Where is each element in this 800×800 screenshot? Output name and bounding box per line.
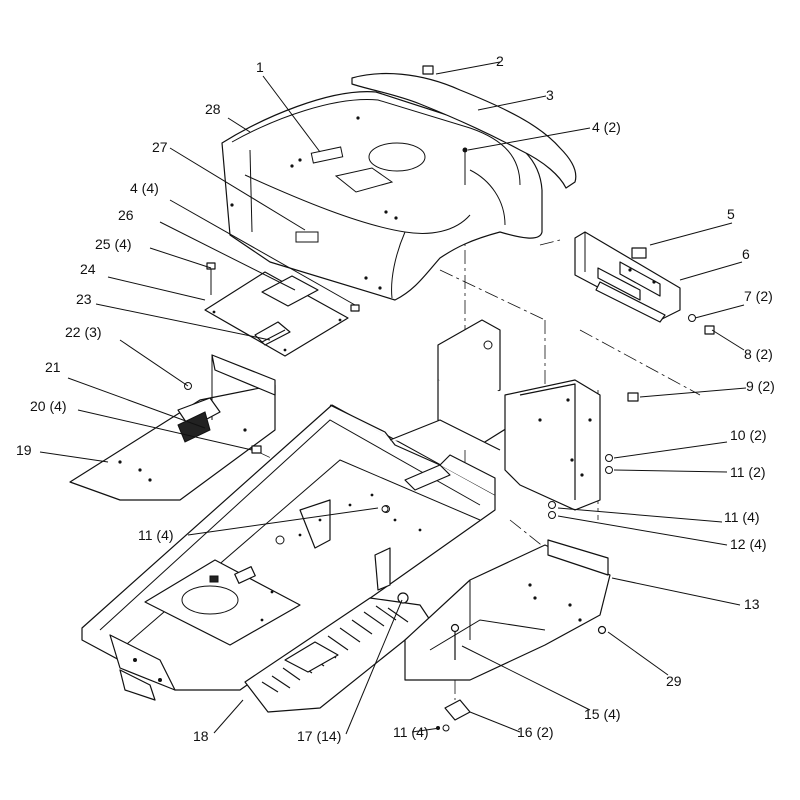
callout-25-4: 25 (4) (95, 236, 132, 252)
callout-4-4: 4 (4) (130, 180, 159, 196)
clamp-part-16 (442, 699, 471, 732)
callout-11-4-left: 11 (4) (138, 527, 174, 543)
callout-4-2: 4 (2) (592, 119, 621, 135)
callout-10-2: 10 (2) (730, 427, 767, 443)
callout-22-3: 22 (3) (65, 324, 102, 340)
callout-24: 24 (80, 261, 96, 277)
callout-29: 29 (666, 673, 682, 689)
screw-part-4-dash (350, 304, 360, 312)
callout-11-2: 11 (2) (730, 464, 766, 480)
callout-5: 5 (727, 206, 735, 222)
hood-part-28 (221, 91, 543, 301)
callout-21: 21 (45, 359, 61, 375)
callout-8-2: 8 (2) (744, 346, 773, 362)
floor-pan-part-13 (404, 539, 611, 681)
callout-7-2: 7 (2) (744, 288, 773, 304)
callout-11-4-bottom: 11 (4) (393, 724, 429, 740)
bumper-part-2 (422, 65, 434, 75)
callout-27: 27 (152, 139, 168, 155)
hood-trim-part-3 (351, 72, 577, 189)
callout-labels: 1 2 3 4 (2) 5 6 7 (2) 8 (2) 9 (2) 10 (2)… (16, 53, 775, 744)
callout-6: 6 (742, 246, 750, 262)
callout-13: 13 (744, 596, 760, 612)
callout-1: 1 (256, 59, 264, 75)
hardware-parts-7-8 (688, 314, 715, 335)
hardware-parts-10-11-12 (548, 454, 613, 519)
bracket-part-6 (574, 231, 681, 323)
main-frame (81, 404, 501, 701)
floor-mat-part-18 (244, 597, 431, 713)
leader-lines (39, 61, 747, 735)
callout-16-2: 16 (2) (517, 724, 554, 740)
callout-18: 18 (193, 728, 209, 744)
callout-28: 28 (205, 101, 221, 117)
callout-3: 3 (546, 87, 554, 103)
callout-9-2: 9 (2) (746, 378, 775, 394)
callout-23: 23 (76, 291, 92, 307)
callout-17-14: 17 (14) (297, 728, 341, 744)
callout-19: 19 (16, 442, 32, 458)
callout-11-4-right: 11 (4) (724, 509, 760, 525)
callout-26: 26 (118, 207, 134, 223)
callout-20-4: 20 (4) (30, 398, 67, 414)
callout-12-4: 12 (4) (730, 536, 767, 552)
bolt-part-17 (397, 592, 409, 604)
dash-panel-part-24 (204, 262, 349, 357)
callout-2: 2 (496, 53, 504, 69)
bolt-part-4-hood (462, 147, 468, 185)
callout-15-4: 15 (4) (584, 706, 621, 722)
